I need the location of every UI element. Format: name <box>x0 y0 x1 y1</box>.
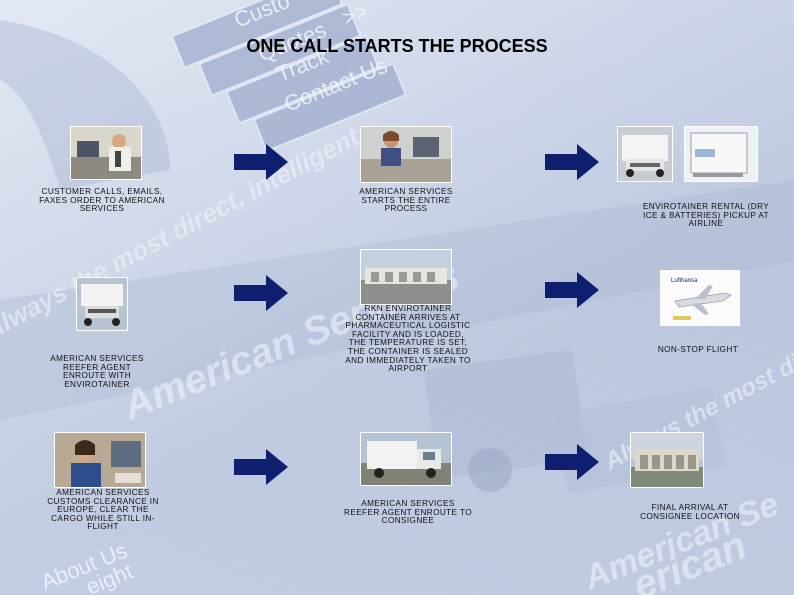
photo-cargo-airplane: Lufthansa <box>660 270 740 326</box>
photo-woman-at-desk <box>360 126 452 183</box>
arrow-right-icon <box>545 144 599 180</box>
page-title: ONE CALL STARTS THE PROCESS <box>246 36 548 56</box>
arrow-right-icon <box>234 275 288 311</box>
photo-rental-truck <box>617 126 673 182</box>
airline-logo-text: Lufthansa <box>671 278 698 284</box>
photo-consignee-building <box>630 432 704 488</box>
caption-envirotainer-rental: ENVIROTAINER RENTAL (DRY ICE & BATTERIES… <box>642 202 770 229</box>
arrow-right-icon <box>545 272 599 308</box>
caption-final-arrival: FINAL ARRIVAL AT CONSIGNEE LOCATION <box>640 503 740 521</box>
photo-warehouse-facility <box>360 249 452 305</box>
caption-container-arrives: RKN ENVIROTAINER CONTAINER ARRIVES AT PH… <box>345 304 471 374</box>
photo-woman-on-phone <box>54 432 146 488</box>
caption-services-starts: AMERICAN SERVICES STARTS THE ENTIRE PROC… <box>359 187 453 214</box>
arrow-right-icon <box>234 144 288 180</box>
caption-reefer-to-consignee: AMERICAN SERVICES REEFER AGENT ENROUTE T… <box>344 499 472 526</box>
caption-customer-calls: CUSTOMER CALLS, EMAILS, FAXES ORDER TO A… <box>39 187 165 214</box>
arrow-right-icon <box>545 444 599 480</box>
photo-box-truck <box>360 432 452 486</box>
photo-man-on-phone <box>70 126 142 180</box>
caption-reefer-enroute: AMERICAN SERVICES REEFER AGENT ENROUTE W… <box>50 354 144 389</box>
photo-envirotainer-container <box>684 126 758 182</box>
arrow-right-icon <box>234 449 288 485</box>
caption-customs-clearance: AMERICAN SERVICES CUSTOMS CLEARANCE IN E… <box>47 488 159 532</box>
photo-reefer-truck <box>76 277 128 331</box>
caption-non-stop-flight: NON-STOP FLIGHT <box>657 345 739 354</box>
